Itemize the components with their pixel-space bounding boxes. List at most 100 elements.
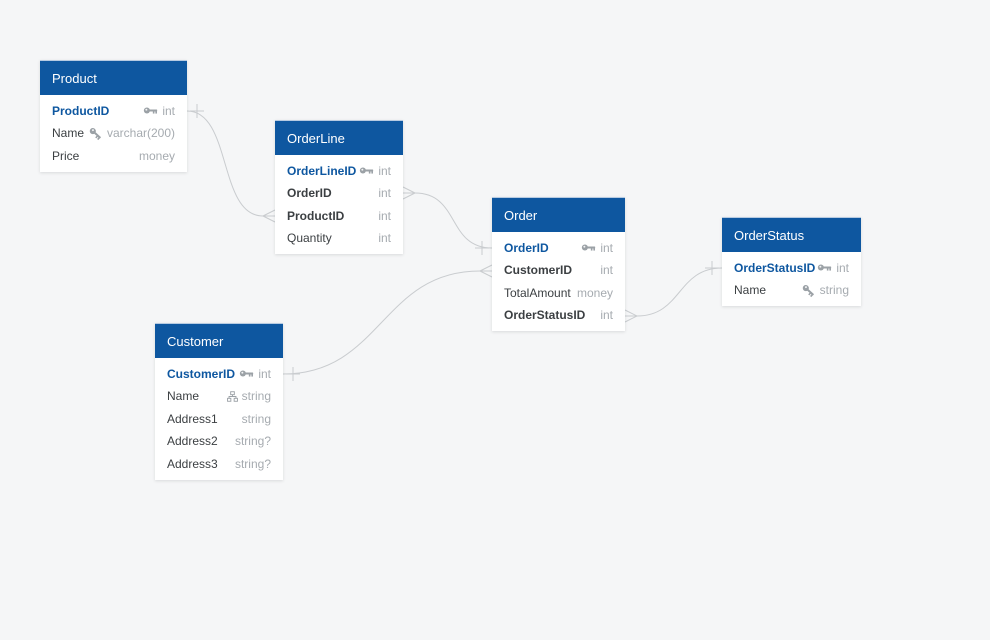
field-row-address1: Address1 string bbox=[155, 408, 283, 431]
field-type: varchar(200) bbox=[106, 126, 175, 141]
field-type: int bbox=[162, 103, 175, 118]
field-row-price: Price money bbox=[40, 145, 187, 168]
field-name: OrderID bbox=[504, 240, 549, 255]
field-type-group: int bbox=[600, 263, 613, 277]
field-name: ProductID bbox=[287, 208, 345, 223]
field-name: OrderLineID bbox=[287, 163, 357, 178]
field-row-productid: ProductID int bbox=[40, 100, 187, 123]
field-type: int bbox=[258, 366, 271, 381]
table-header-product[interactable]: Product bbox=[40, 60, 187, 95]
field-type: int bbox=[378, 163, 391, 178]
table-title: Customer bbox=[167, 333, 224, 349]
field-row-name: Name varchar(200) bbox=[40, 122, 187, 145]
key-icon bbox=[817, 263, 832, 272]
table-title: Product bbox=[52, 70, 97, 86]
field-name: CustomerID bbox=[504, 263, 573, 278]
field-row-quantity: Quantity int bbox=[275, 227, 403, 250]
field-type: string bbox=[241, 411, 271, 426]
field-name: OrderStatusID bbox=[504, 308, 586, 323]
relationship-orderline-order[interactable] bbox=[414, 192, 493, 249]
field-row-name: Name string bbox=[155, 385, 283, 408]
field-type-group: int bbox=[378, 209, 391, 223]
field-type-group: money bbox=[139, 149, 175, 163]
field-type: int bbox=[378, 231, 391, 246]
field-row-productid: ProductID int bbox=[275, 205, 403, 228]
relationship-customer-order[interactable] bbox=[282, 270, 481, 375]
table-title: Order bbox=[504, 207, 538, 223]
field-type-group: string bbox=[801, 283, 849, 297]
key-icon bbox=[581, 243, 596, 252]
field-row-orderlineid: OrderLineID int bbox=[275, 160, 403, 183]
field-name: Address3 bbox=[167, 456, 218, 471]
table-header-orderline[interactable]: OrderLine bbox=[275, 120, 403, 155]
field-type: int bbox=[836, 260, 849, 275]
table-title: OrderLine bbox=[287, 130, 345, 146]
index-key-icon bbox=[800, 282, 817, 299]
field-type-group: int bbox=[239, 367, 271, 381]
field-type-group: string? bbox=[235, 434, 271, 448]
field-type: int bbox=[600, 240, 613, 255]
field-type: int bbox=[600, 263, 613, 278]
cardinality-many-marker bbox=[479, 264, 493, 278]
field-name: Price bbox=[52, 148, 80, 163]
field-type-group: string? bbox=[235, 457, 271, 471]
field-type-group: string bbox=[226, 389, 271, 403]
relationship-product-orderline[interactable] bbox=[186, 110, 264, 217]
field-type-group: int bbox=[581, 241, 613, 255]
field-name: Name bbox=[52, 126, 85, 141]
field-type-group: int bbox=[143, 104, 175, 118]
relationship-order-orderstatus[interactable] bbox=[636, 267, 723, 317]
field-type: money bbox=[576, 285, 613, 300]
hierarchy-icon bbox=[226, 391, 238, 402]
field-type: string bbox=[819, 283, 849, 298]
field-type: money bbox=[138, 148, 175, 163]
field-name: ProductID bbox=[52, 103, 110, 118]
field-type-group: varchar(200) bbox=[88, 126, 175, 140]
cardinality-many-marker bbox=[624, 309, 638, 323]
field-type: string? bbox=[234, 434, 271, 449]
field-name: OrderID bbox=[287, 186, 332, 201]
table-title: OrderStatus bbox=[734, 227, 805, 243]
table-header-orderstatus[interactable]: OrderStatus bbox=[722, 217, 861, 252]
field-name: CustomerID bbox=[167, 366, 236, 381]
field-row-address3: Address3 string? bbox=[155, 453, 283, 476]
key-icon bbox=[239, 369, 254, 378]
field-type: string? bbox=[234, 456, 271, 471]
field-type: int bbox=[378, 186, 391, 201]
index-key-icon bbox=[87, 125, 104, 142]
field-type-group: string bbox=[242, 412, 271, 426]
field-name: Address1 bbox=[167, 411, 218, 426]
cardinality-many-marker bbox=[402, 186, 416, 200]
key-icon bbox=[143, 106, 158, 115]
table-header-order[interactable]: Order bbox=[492, 197, 625, 232]
field-type-group: int bbox=[378, 231, 391, 245]
cardinality-many-marker bbox=[262, 209, 276, 223]
field-row-orderid: OrderID int bbox=[492, 237, 625, 260]
field-type: int bbox=[600, 308, 613, 323]
field-name: TotalAmount bbox=[504, 285, 571, 300]
field-name: Quantity bbox=[287, 231, 332, 246]
key-icon bbox=[359, 166, 374, 175]
field-row-orderid: OrderID int bbox=[275, 182, 403, 205]
field-row-totalamount: TotalAmount money bbox=[492, 282, 625, 305]
field-row-customerid: CustomerID int bbox=[492, 259, 625, 282]
field-type-group: money bbox=[577, 286, 613, 300]
field-name: Name bbox=[167, 389, 200, 404]
field-row-orderstatusid: OrderStatusID int bbox=[492, 304, 625, 327]
table-header-customer[interactable]: Customer bbox=[155, 323, 283, 358]
field-type-group: int bbox=[817, 261, 849, 275]
